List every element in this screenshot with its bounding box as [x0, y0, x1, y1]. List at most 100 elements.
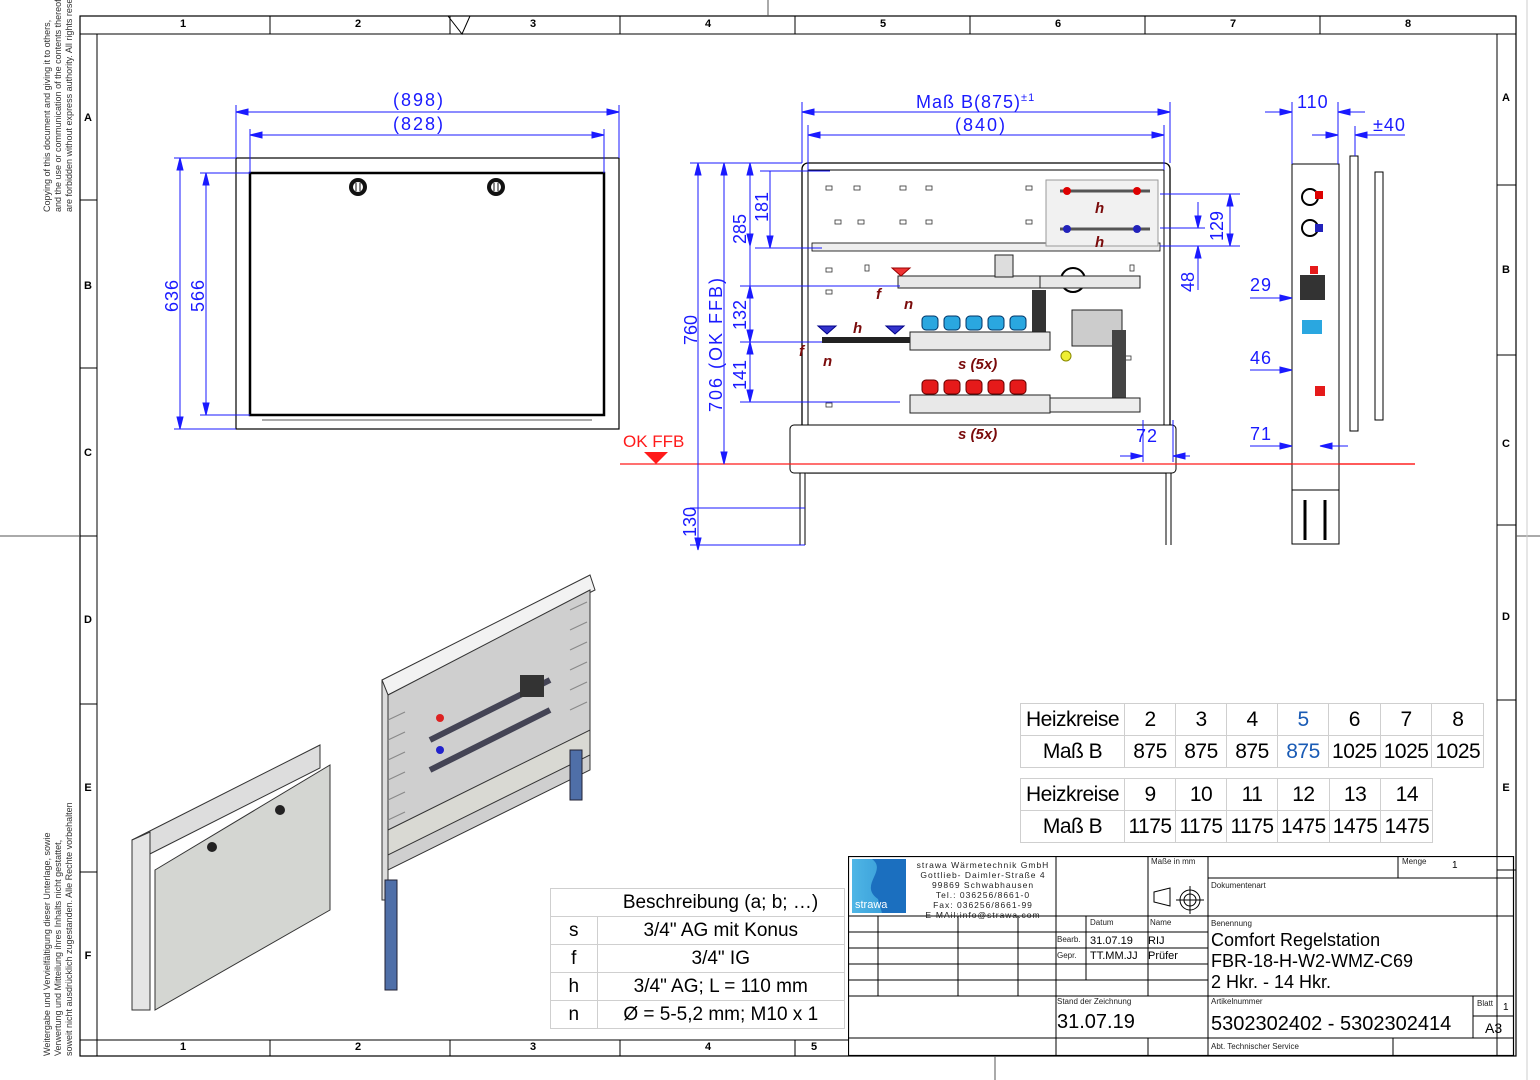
blatt-value: 1	[1503, 1002, 1509, 1013]
heizkreise-cell: 10	[1175, 778, 1228, 811]
benennung-line-1: Comfort Regelstation	[1211, 930, 1381, 950]
heizkreise-cell: 3	[1175, 703, 1228, 736]
company-address: strawa Wärmetechnik GmbH Gottlieb- Daiml…	[908, 860, 1058, 920]
copyright-de-line-1: Weitergabe und Vervielfältigung dieser U…	[42, 832, 52, 1056]
benennung: Comfort Regelstation FBR-18-H-W2-WMZ-C69…	[1211, 930, 1413, 993]
description-value: Ø = 5-5,2 mm; M10 x 1	[596, 1000, 845, 1029]
zone-row-d-right: D	[1502, 611, 1510, 623]
description-header-row: Beschreibung (a; b; …)	[550, 888, 845, 917]
logo-text: strawa	[855, 899, 888, 911]
dim-inner-width-840: (840)	[955, 115, 1008, 135]
heizkreise-cell: 2	[1124, 703, 1177, 736]
dim-29: 29	[1250, 275, 1273, 295]
gepr-name: Prüfer	[1148, 950, 1178, 962]
title-block-grid	[848, 856, 1515, 1056]
menge-value: 1	[1452, 860, 1458, 871]
heizkreise-cell: 8	[1431, 703, 1485, 736]
heizkreise-cell: 9	[1124, 778, 1177, 811]
zone-col-2: 2	[354, 18, 362, 30]
dim-outer-width: (898)	[393, 90, 446, 110]
mass-b-cell-highlight: 875	[1277, 735, 1330, 768]
mass-b-label: Maß B	[1019, 810, 1126, 843]
floor-label-ok-ffb: OK FFB	[623, 432, 685, 451]
mass-b-cell: 875	[1175, 735, 1228, 768]
company-street: Gottlieb- Daimler-Straße 4	[920, 870, 1046, 880]
dim-130: 130	[680, 506, 700, 537]
mass-b-row: Maß B 875 875 875 875 1025 1025 1025	[1019, 735, 1485, 768]
menge-label: Menge	[1402, 857, 1427, 866]
zone-row-c: C	[84, 447, 92, 459]
zone-col-1: 1	[179, 18, 187, 30]
mass-b-cell: 1475	[1277, 810, 1330, 843]
mass-b-cell: 1475	[1380, 810, 1434, 843]
dokumentenart-label: Dokumentenart	[1211, 881, 1266, 890]
zone-col-3: 3	[529, 18, 537, 30]
zone-row-f: F	[84, 950, 92, 962]
logo-wave-icon	[870, 859, 906, 913]
bearb-name: RIJ	[1148, 935, 1165, 947]
heizkreise-cell: 14	[1380, 778, 1434, 811]
zone-col-5: 5	[879, 18, 887, 30]
masse-label: Maße in mm	[1151, 857, 1196, 866]
description-row: s 3/4" AG mit Konus	[550, 916, 845, 945]
company-fax: Fax: 036256/8661-99	[933, 900, 1033, 910]
zone-col-4: 4	[704, 18, 712, 30]
callout-f-2: f	[799, 343, 804, 360]
company-city: 99869 Schwabhausen	[931, 880, 1035, 890]
zone-col-8: 8	[1404, 18, 1412, 30]
dim-706: 706 (OK FFB)	[706, 275, 726, 412]
description-value: 3/4" AG mit Konus	[596, 916, 845, 945]
zone-col-2-bottom: 2	[354, 1041, 362, 1053]
heizkreise-cell: 6	[1328, 703, 1381, 736]
dim-132: 132	[730, 299, 750, 330]
description-row: h 3/4" AG; L = 110 mm	[550, 972, 845, 1001]
mass-b-cell: 1175	[1124, 810, 1177, 843]
copyright-en-line-2: and the use or communication of the cont…	[53, 0, 63, 212]
description-header: Beschreibung (a; b; …)	[597, 888, 845, 917]
mass-b-cell: 1475	[1328, 810, 1382, 843]
mass-b-cell: 1025	[1379, 735, 1433, 768]
dim-129: 129	[1207, 210, 1227, 241]
dim-110: 110	[1297, 92, 1329, 112]
benennung-line-2: FBR-18-H-W2-WMZ-C69	[1211, 951, 1413, 971]
mass-b-cell: 1025	[1328, 735, 1381, 768]
copyright-de-line-2: Verwertung und Mitteilung ihres Inhalts …	[53, 839, 63, 1056]
copyright-de-line-3: soweit nicht ausdrücklich zugestanden. A…	[64, 802, 74, 1056]
heizkreise-cell: 4	[1226, 703, 1279, 736]
description-key: h	[550, 972, 598, 1001]
dim-181: 181	[752, 191, 772, 222]
company-email: E-MAil:info@strawa.com	[925, 910, 1041, 920]
zone-col-6: 6	[1054, 18, 1062, 30]
heizkreise-cell: 12	[1277, 778, 1330, 811]
heizkreise-cell: 7	[1379, 703, 1433, 736]
zone-row-b-right: B	[1502, 264, 1510, 276]
description-row: f 3/4" IG	[550, 944, 845, 973]
dim-48: 48	[1178, 271, 1198, 292]
dim-mass-b-value: Maß B(875)	[916, 92, 1022, 112]
front-open-view	[620, 102, 1415, 551]
description-row: n Ø = 5-5,2 mm; M10 x 1	[550, 1000, 845, 1029]
heizkreise-label: Heizkreise	[1019, 703, 1126, 736]
heizkreise-table-2: Heizkreise 9 10 11 12 13 14 Maß B 1175 1…	[1019, 778, 1434, 843]
callout-s5-lower: s (5x)	[958, 426, 998, 443]
mass-b-row: Maß B 1175 1175 1175 1475 1475 1475	[1019, 810, 1434, 843]
callout-h-3: h	[853, 320, 863, 337]
zone-row-a: A	[84, 112, 92, 124]
mass-b-label: Maß B	[1019, 735, 1126, 768]
company-phone: Tel.: 036256/8661-0	[935, 890, 1031, 900]
zone-col-3-bottom: 3	[529, 1041, 537, 1053]
dim-inner-height: 566	[188, 278, 208, 312]
side-view	[1230, 102, 1415, 545]
copyright-de: Weitergabe und Vervielfältigung dieser U…	[42, 802, 75, 1056]
description-table: Beschreibung (a; b; …) s 3/4" AG mit Kon…	[550, 888, 845, 1029]
description-value: 3/4" IG	[596, 944, 845, 973]
dim-141: 141	[730, 359, 750, 390]
heizkreise-row: Heizkreise 9 10 11 12 13 14	[1019, 778, 1434, 811]
dim-71: 71	[1250, 424, 1273, 444]
mass-b-cell: 875	[1124, 735, 1177, 768]
mass-b-cell: 1025	[1431, 735, 1485, 768]
heizkreise-row: Heizkreise 2 3 4 5 6 7 8	[1019, 703, 1485, 736]
copyright-en-line-1: Copying of this document and giving it t…	[42, 19, 52, 212]
benennung-line-3: 2 Hkr. - 14 Hkr.	[1211, 972, 1332, 992]
zone-row-e: E	[84, 782, 92, 794]
